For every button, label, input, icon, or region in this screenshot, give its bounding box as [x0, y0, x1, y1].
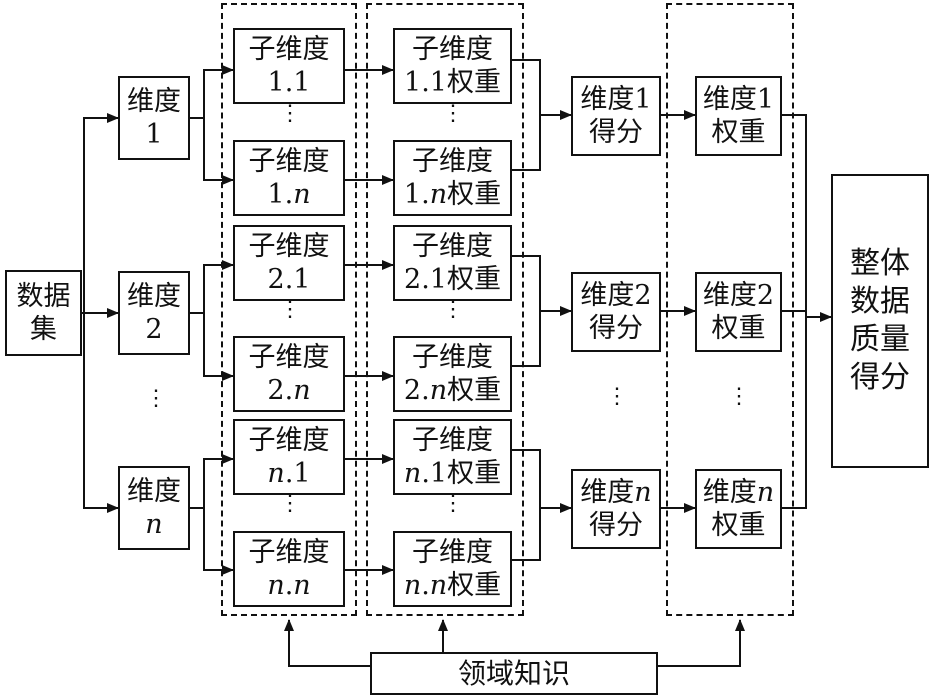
- sub-weight-label: 子维度: [412, 342, 493, 373]
- sub-weight-label: 子维度: [412, 231, 493, 262]
- sub-dimension-2-n-box: 子维度 2.n: [233, 336, 345, 412]
- weight-suffix: 权重: [711, 117, 766, 148]
- overall-quality-score-box: 整体 数据 质量 得分: [831, 174, 929, 468]
- sub-dimension-index: 2.n: [267, 375, 311, 406]
- sub-weight-n-n-box: 子维度 n.n权重: [393, 531, 512, 607]
- sub-dimension-index: n.n: [267, 570, 311, 601]
- sub-dimension-index: 1.1: [267, 67, 311, 98]
- domain-knowledge-box: 领域知识: [370, 652, 658, 695]
- sub-dimension-label: 子维度: [248, 146, 330, 177]
- ellipsis-dimensions: ⋮: [145, 386, 167, 411]
- sub-weight-index: 2.n权重: [403, 375, 502, 406]
- sub-dimension-label: 子维度: [248, 342, 330, 373]
- dimension-label: 维度: [127, 281, 181, 312]
- dimension-index: n: [145, 509, 163, 540]
- dimension-index: 1: [145, 119, 163, 150]
- sub-weight-label: 子维度: [412, 537, 493, 568]
- dimension-1-weight-box: 维度1 权重: [695, 76, 782, 156]
- dimension-n-score-box: 维度n 得分: [571, 469, 661, 549]
- sub-weight-group-frame: [366, 3, 524, 616]
- weight-suffix: 权重: [711, 510, 766, 541]
- score-label: 维度1: [580, 84, 652, 115]
- final-score-line: 数据: [850, 284, 910, 319]
- sub-dimension-n-n-box: 子维度 n.n: [233, 531, 345, 607]
- domain-knowledge-label: 领域知识: [457, 656, 570, 690]
- dataset-box: 数据 集: [5, 270, 82, 356]
- dimension-label: 维度: [127, 86, 181, 117]
- sub-dimension-index: n.1: [267, 458, 311, 489]
- score-suffix: 得分: [589, 510, 643, 541]
- sub-dimension-group-frame: [221, 3, 357, 616]
- sub-weight-index: 1.1权重: [404, 67, 501, 98]
- weight-suffix: 权重: [711, 313, 766, 344]
- sub-dimension-label: 子维度: [248, 34, 330, 65]
- sub-weight-2-1-box: 子维度 2.1权重: [393, 225, 512, 301]
- dimension-weight-group-frame: [666, 3, 794, 616]
- sub-weight-index: 1.n权重: [403, 179, 502, 210]
- sub-weight-2-n-box: 子维度 2.n权重: [393, 336, 512, 412]
- sub-weight-label: 子维度: [412, 146, 493, 177]
- sub-dimension-label: 子维度: [248, 425, 330, 456]
- ellipsis-weight-n: ⋮: [442, 491, 464, 516]
- sub-weight-1-n-box: 子维度 1.n权重: [393, 140, 512, 216]
- ellipsis-scores: ⋮: [606, 384, 628, 409]
- dimension-2-box: 维度 2: [118, 271, 190, 355]
- dimension-index: 2: [145, 314, 163, 345]
- sub-dimension-1-1-box: 子维度 1.1: [233, 28, 345, 104]
- sub-dimension-index: 2.1: [267, 264, 311, 295]
- dimension-n-box: 维度 n: [118, 466, 190, 550]
- dimension-label: 维度: [127, 476, 181, 507]
- dimension-2-score-box: 维度2 得分: [571, 272, 661, 352]
- sub-weight-n-1-box: 子维度 n.1权重: [393, 419, 512, 495]
- dimension-1-box: 维度 1: [118, 76, 190, 160]
- sub-dimension-n-1-box: 子维度 n.1: [233, 419, 345, 495]
- ellipsis-weight-1: ⋮: [442, 101, 464, 126]
- sub-weight-index: n.n权重: [403, 570, 502, 601]
- sub-dimension-index: 1.n: [267, 179, 311, 210]
- ellipsis-dimension-weights: ⋮: [728, 384, 750, 409]
- sub-dimension-label: 子维度: [248, 537, 330, 568]
- sub-weight-1-1-box: 子维度 1.1权重: [393, 28, 512, 104]
- sub-weight-index: 2.1权重: [404, 264, 501, 295]
- score-label: 维度2: [580, 280, 652, 311]
- final-score-line: 质量: [850, 322, 910, 357]
- score-suffix: 得分: [589, 117, 643, 148]
- weight-label: 维度1: [702, 84, 775, 115]
- ellipsis-sub-1: ⋮: [279, 101, 301, 126]
- score-label: 维度n: [580, 477, 652, 508]
- sub-dimension-label: 子维度: [248, 231, 330, 262]
- dataset-label-line1: 数据: [16, 281, 71, 312]
- sub-weight-label: 子维度: [412, 425, 493, 456]
- final-score-line: 得分: [850, 360, 910, 395]
- sub-dimension-1-n-box: 子维度 1.n: [233, 140, 345, 216]
- dataset-label-line2: 集: [30, 314, 57, 345]
- dimension-2-weight-box: 维度2 权重: [695, 272, 782, 352]
- dimension-n-weight-box: 维度n 权重: [695, 469, 782, 549]
- weight-label: 维度2: [702, 280, 775, 311]
- score-suffix: 得分: [589, 313, 643, 344]
- weight-label: 维度n: [702, 477, 775, 508]
- sub-weight-index: n.1权重: [403, 458, 502, 489]
- sub-weight-label: 子维度: [412, 34, 493, 65]
- ellipsis-sub-n: ⋮: [279, 491, 301, 516]
- sub-dimension-2-1-box: 子维度 2.1: [233, 225, 345, 301]
- dimension-1-score-box: 维度1 得分: [571, 76, 661, 156]
- ellipsis-weight-2: ⋮: [442, 297, 464, 322]
- final-score-line: 整体: [850, 246, 910, 281]
- ellipsis-sub-2: ⋮: [279, 297, 301, 322]
